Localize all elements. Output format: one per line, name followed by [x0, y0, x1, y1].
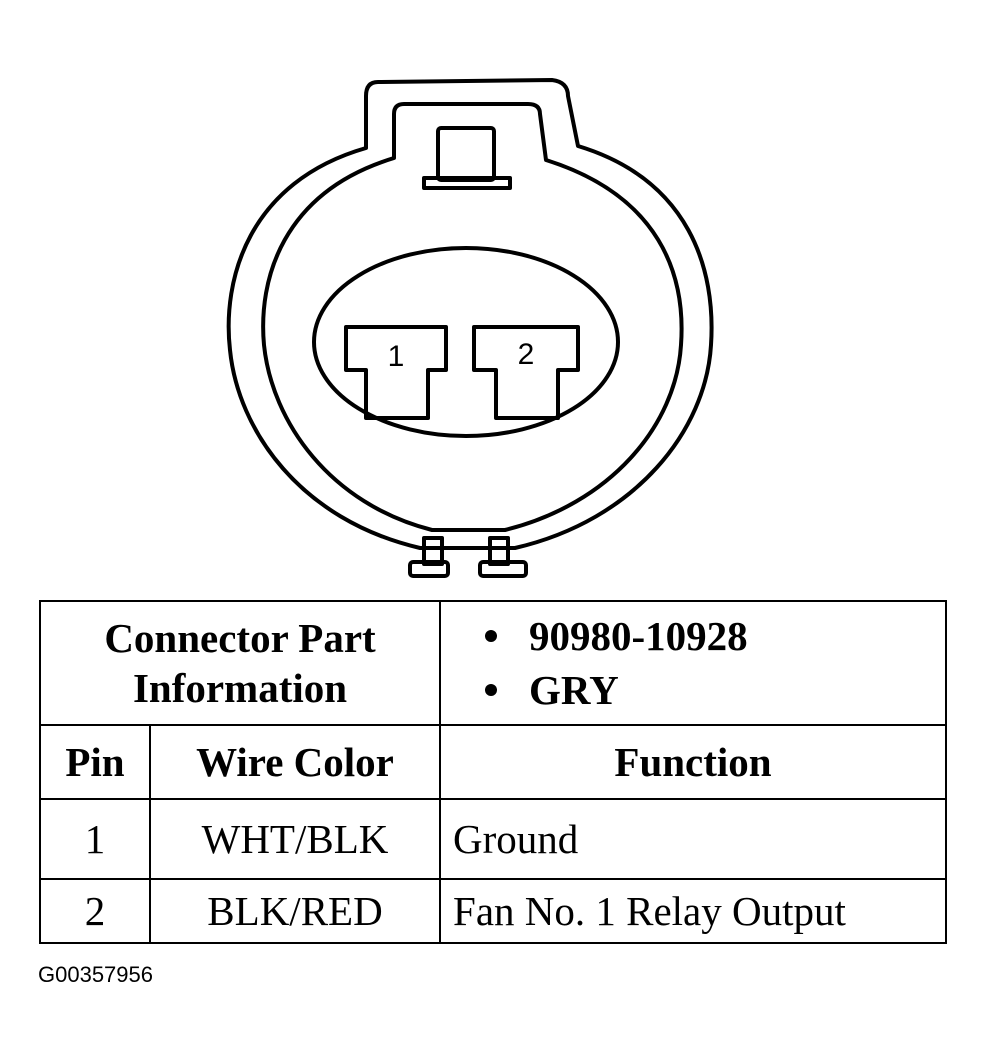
part-numbers-list: 90980-10928 GRY [485, 609, 945, 717]
part-info-label-text: Connector Part Information [104, 615, 376, 711]
function-cell: Fan No. 1 Relay Output [439, 878, 948, 944]
terminal-2 [472, 325, 580, 420]
connector-info-table: Connector Part Information 90980-10928 G… [38, 600, 948, 944]
pin-cell: 1 [39, 798, 151, 880]
terminal-cavity [312, 246, 620, 438]
bottom-rib-right-foot [478, 560, 528, 578]
table-row: 2 BLK/RED Fan No. 1 Relay Output [39, 878, 948, 944]
wire-color-cell: WHT/BLK [148, 798, 442, 880]
header-row: Pin Wire Color Function [39, 724, 948, 800]
locking-tab-base [422, 176, 512, 190]
header-wire-color: Wire Color [148, 724, 442, 800]
connector-outer-shell [226, 78, 714, 550]
part-number-item: 90980-10928 [485, 609, 945, 663]
header-function: Function [439, 724, 948, 800]
table-row: 1 WHT/BLK Ground [39, 798, 948, 880]
part-info-row: Connector Part Information 90980-10928 G… [38, 600, 948, 726]
function-cell: Ground [439, 798, 948, 880]
pin-label-1: 1 [388, 340, 405, 373]
part-numbers-cell: 90980-10928 GRY [439, 600, 948, 726]
bottom-rib-left-foot [408, 560, 450, 578]
part-color-item: GRY [485, 663, 945, 717]
figure-id: G00357956 [38, 962, 153, 987]
terminal-1 [344, 325, 448, 420]
connector-inner-shell [261, 102, 684, 532]
header-pin: Pin [39, 724, 151, 800]
pin-cell: 2 [39, 878, 151, 944]
wire-color-cell: BLK/RED [148, 878, 442, 944]
connector-face-diagram: 1 2 [226, 78, 714, 578]
locking-tab [436, 126, 496, 182]
pin-label-2: 2 [518, 338, 535, 371]
part-info-label: Connector Part Information [38, 600, 442, 726]
